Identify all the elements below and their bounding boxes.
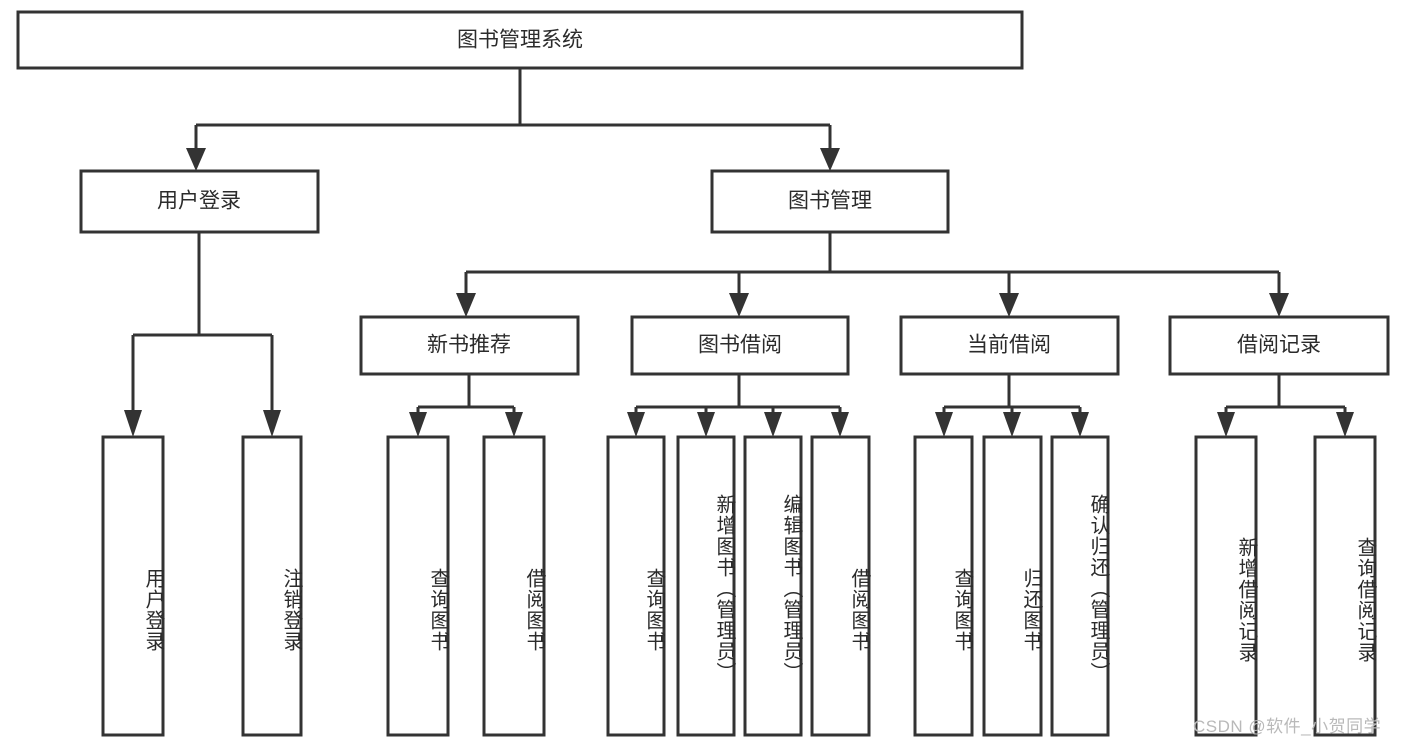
arrow-head-user-login [186,148,206,171]
node-borrow-record-label: 借阅记录 [1237,334,1321,357]
node-leaf-add-book-box[interactable] [676,435,736,737]
node-current-borrow-box[interactable] [899,315,1120,376]
connector-group-new-book-recommend [409,374,523,437]
arrow-head-leaf-borrow-book-2 [831,412,849,437]
node-book-manage-box[interactable] [710,169,950,234]
csdn-watermark: CSDN @软件_小贺同学 [1193,717,1382,736]
node-user-login[interactable]: 用户登录 [79,169,320,234]
node-user-login-label: 用户登录 [157,190,241,213]
node-leaf-borrow-book-2-box[interactable] [810,435,871,737]
arrow-head-leaf-add-record [1217,412,1235,437]
connector-group-root [186,68,840,171]
node-borrow-record[interactable]: 借阅记录 [1168,315,1390,376]
node-leaf-borrow-book-1-box[interactable] [482,435,546,737]
connector-group-current-borrow [935,374,1089,437]
node-new-book-recommend[interactable]: 新书推荐 [359,315,580,376]
node-leaf-query-book-1-box[interactable] [386,435,450,737]
arrow-head-leaf-query-book-3 [935,412,953,437]
node-root-box[interactable] [16,10,1024,70]
arrow-head-leaf-return-book [1003,412,1021,437]
node-book-borrow-box[interactable] [630,315,850,376]
node-borrow-record-box[interactable] [1168,315,1390,376]
node-leaf-query-book-3-box[interactable] [913,435,974,737]
node-book-borrow-label: 图书借阅 [698,334,782,357]
arrow-head-leaf-confirm-return [1071,412,1089,437]
arrow-head-leaf-query-book-1 [409,412,427,437]
arrow-head-borrow-record [1269,293,1289,317]
node-leaf-query-book-2-box[interactable] [606,435,666,737]
node-leaf-edit-book-box[interactable] [743,435,803,737]
arrow-head-current-borrow [999,293,1019,317]
connector-group-user-login [124,232,281,437]
node-leaf-user-logout-box[interactable] [241,435,303,737]
node-leaf-return-book-box[interactable] [982,435,1043,737]
node-book-manage[interactable]: 图书管理 [710,169,950,234]
node-new-book-recommend-box[interactable] [359,315,580,376]
node-leaf-add-record-box[interactable] [1194,435,1258,737]
arrow-head-book-borrow [729,293,749,317]
node-book-manage-label: 图书管理 [788,190,872,213]
arrow-head-leaf-borrow-book-1 [505,412,523,437]
connector-group-borrow-record [1217,374,1354,437]
node-current-borrow[interactable]: 当前借阅 [899,315,1120,376]
node-leaf-confirm-return-box[interactable] [1050,435,1110,737]
connector-group-book-borrow [627,374,849,437]
node-new-book-recommend-label: 新书推荐 [427,334,511,357]
arrow-head-leaf-user-login [124,410,142,437]
node-user-login-box[interactable] [79,169,320,234]
arrow-head-leaf-user-logout [263,410,281,437]
arrow-head-book-manage [820,148,840,171]
node-root[interactable]: 图书管理系统 [16,10,1024,70]
node-root-label: 图书管理系统 [457,29,583,52]
arrow-head-leaf-add-book [697,412,715,437]
arrow-head-new-book-recommend [456,293,476,317]
node-book-borrow[interactable]: 图书借阅 [630,315,850,376]
node-leaf-query-record-box[interactable] [1313,435,1377,737]
node-current-borrow-label: 当前借阅 [967,334,1051,357]
arrow-head-leaf-query-book-2 [627,412,645,437]
connector-group-book-manage [456,232,1289,317]
node-leaf-user-login-box[interactable] [101,435,165,737]
arrow-head-leaf-edit-book [764,412,782,437]
arrow-head-leaf-query-record [1336,412,1354,437]
